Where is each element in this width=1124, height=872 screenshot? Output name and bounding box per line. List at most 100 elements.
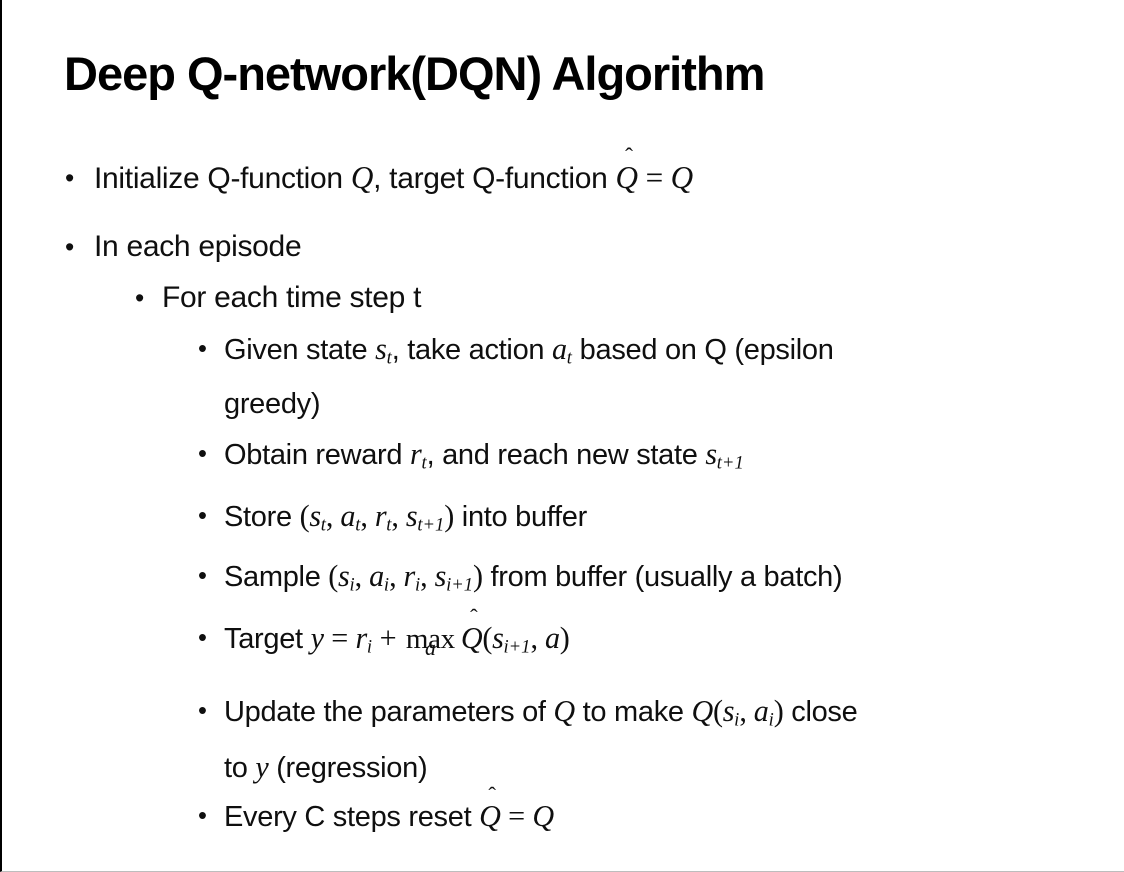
open-paren: ( [482, 620, 493, 655]
subscript-t: t [386, 347, 392, 369]
bullet-icon: • [198, 801, 207, 830]
equals-sign: = [508, 798, 525, 833]
bullet-text: Store (st, at, rt, st+1) into buffer [224, 493, 1104, 548]
max-label: max [405, 622, 455, 655]
math-Q: Q [460, 620, 483, 655]
math-s: s [338, 559, 350, 594]
subscript-i: i [383, 574, 390, 596]
subscript-i: i [366, 636, 373, 658]
comma: , [354, 559, 370, 594]
plus-sign: + [379, 620, 397, 655]
plain-text: Initialize Q-function [94, 162, 351, 195]
bullet-text: For each time step t [162, 275, 1104, 321]
plain-text: from buffer (usually a batch) [482, 561, 843, 594]
plain-text: greedy) [224, 388, 321, 421]
comma: , [391, 498, 406, 533]
math-r: r [410, 437, 422, 472]
bullet-text: Update the parameters of Q to make Q(si,… [224, 688, 1104, 790]
math-s: s [375, 332, 387, 366]
math-Q: Q [532, 798, 554, 833]
subscript-i-plus-1: i+1 [446, 574, 474, 596]
plain-text: , take action [391, 334, 552, 366]
plain-text: to [224, 751, 256, 784]
math-s: s [705, 437, 717, 472]
bullet-text: Given state st, take action at based on … [224, 326, 1104, 427]
equals-sign: = [645, 160, 664, 195]
bullet-initialize-q: • Initialize Q-function Q, target Q-func… [2, 145, 1104, 202]
math-s: s [722, 694, 735, 729]
math-s: s [405, 498, 418, 533]
math-s: s [309, 498, 321, 533]
math-s: s [434, 559, 447, 594]
bullet-update-parameters: • Update the parameters of Q to make Q(s… [2, 688, 1104, 790]
math-Q: Q [691, 694, 713, 729]
open-paren: ( [712, 694, 723, 729]
bullet-text: In each episode [94, 224, 1104, 270]
max-subscript-a: a [425, 635, 436, 660]
bullet-text: Sample (si, ai, ri, si+1) from buffer (u… [224, 553, 1104, 608]
math-a: a [551, 332, 567, 366]
comma: , [739, 694, 754, 729]
plain-text: Every C steps reset [224, 800, 480, 833]
math-r: r [355, 620, 367, 655]
math-y: y [310, 620, 324, 655]
subscript-t-plus-1: t+1 [716, 452, 744, 474]
plain-text: Store [224, 500, 300, 533]
subscript-i-plus-1: i+1 [503, 636, 531, 658]
math-a: a [369, 559, 384, 594]
close-paren: ) [773, 694, 784, 729]
bullet-icon: • [135, 283, 144, 313]
plain-text: Obtain reward [224, 439, 410, 472]
bullet-store-tuple: • Store (st, at, rt, st+1) into buffer [2, 493, 1104, 548]
subscript-i: i [768, 709, 774, 731]
plain-text: based on Q (epsilon [571, 334, 834, 366]
hat-accent-icon: ˆ [625, 143, 633, 170]
bullet-icon: • [198, 501, 207, 530]
bullet-given-state: • Given state st, take action at based o… [2, 326, 1104, 427]
plain-text: Given state [224, 334, 376, 366]
subscript-t-plus-1: t+1 [417, 514, 445, 536]
slide-title: Deep Q-network(DQN) Algorithm [64, 47, 765, 100]
subscript-t: t [566, 347, 572, 369]
hat-accent-icon: ˆ [470, 603, 478, 629]
bullet-text: Initialize Q-function Q, target Q-functi… [94, 145, 1104, 202]
plain-text: to make [574, 696, 692, 729]
math-r: r [403, 559, 416, 594]
subscript-i: i [734, 709, 740, 731]
math-y: y [255, 749, 269, 784]
bullet-for-each-time-step: • For each time step t [2, 275, 1104, 321]
subscript-i: i [414, 574, 421, 596]
bullet-icon: • [65, 232, 74, 262]
bullet-icon: • [198, 623, 207, 652]
math-r: r [374, 498, 387, 533]
bullet-icon: • [198, 440, 207, 469]
plain-text: Sample [224, 561, 329, 594]
plain-text: close [783, 696, 858, 729]
open-paren: ( [328, 559, 339, 594]
bullet-list: • Initialize Q-function Q, target Q-func… [2, 145, 1104, 840]
bullet-icon: • [65, 163, 74, 193]
bullet-icon: • [198, 335, 207, 363]
plain-text: Update the parameters of [224, 696, 554, 729]
math-Q: Q [350, 160, 374, 195]
plain-text: For each time step t [162, 281, 422, 314]
bullet-icon: • [198, 562, 207, 591]
hat-accent-icon: ˆ [488, 781, 496, 807]
comma: , [420, 559, 435, 594]
math-a: a [753, 694, 769, 729]
close-paren: ) [444, 498, 455, 533]
subscript-t: t [421, 452, 427, 474]
plain-text: into buffer [454, 500, 587, 533]
bullet-icon: • [198, 697, 207, 726]
bullet-text: Obtain reward rt, and reach new state st… [224, 431, 1104, 486]
plain-text: (regression) [268, 751, 428, 784]
close-paren: ) [559, 620, 570, 655]
math-Q: Q [670, 160, 694, 195]
